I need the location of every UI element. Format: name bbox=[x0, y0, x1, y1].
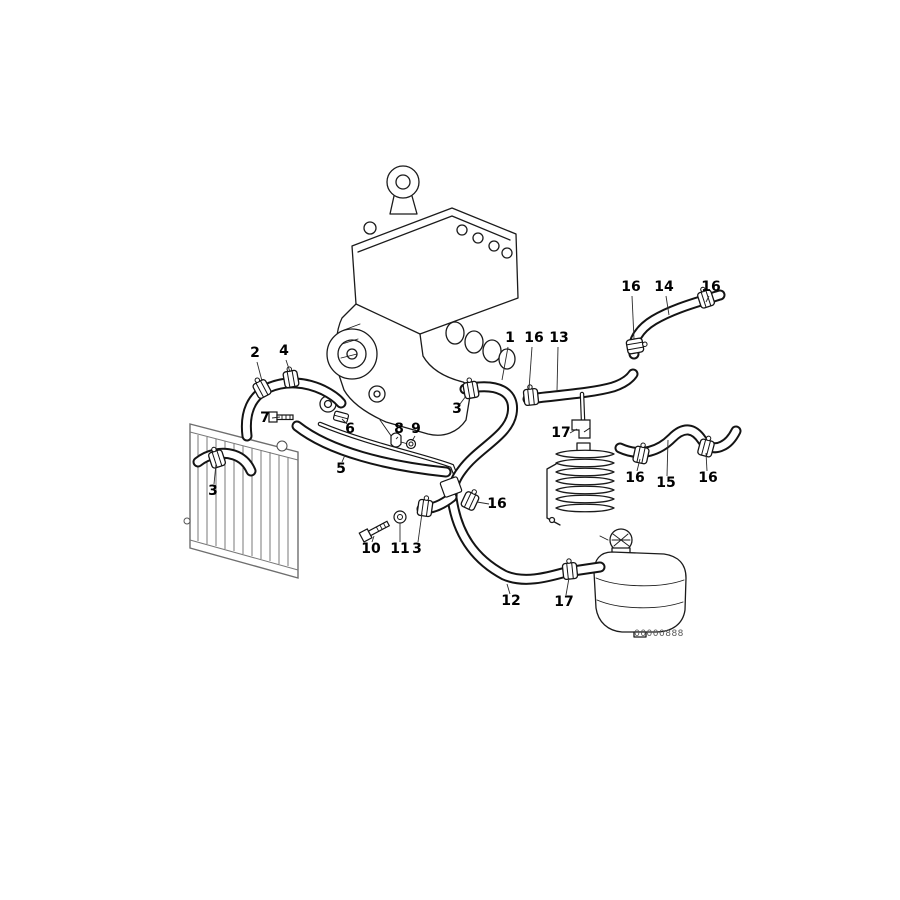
callout-12[interactable]: 12 bbox=[501, 593, 520, 609]
callout-15[interactable]: 15 bbox=[656, 475, 675, 491]
callout-16-a[interactable]: 16 bbox=[524, 330, 543, 346]
callout-11[interactable]: 11 bbox=[390, 541, 409, 557]
callout-2[interactable]: 2 bbox=[250, 345, 260, 361]
callout-7[interactable]: 7 bbox=[260, 410, 270, 426]
callout-16-c[interactable]: 16 bbox=[701, 279, 720, 295]
callout-16-f[interactable]: 16 bbox=[487, 496, 506, 512]
callout-9[interactable]: 9 bbox=[411, 421, 421, 437]
radiator bbox=[183, 423, 299, 579]
bolt-10 bbox=[358, 520, 391, 543]
callout-16-d[interactable]: 16 bbox=[625, 470, 644, 486]
callout-3-lower[interactable]: 3 bbox=[412, 541, 422, 557]
callout-16-b[interactable]: 16 bbox=[621, 279, 640, 295]
washer-11 bbox=[393, 510, 407, 524]
hose-13 bbox=[522, 368, 639, 405]
callout-3-left[interactable]: 3 bbox=[208, 483, 218, 499]
bolt-9 bbox=[405, 438, 417, 450]
callout-5[interactable]: 5 bbox=[336, 461, 346, 477]
leader-lines bbox=[213, 295, 710, 596]
callout-3-upper[interactable]: 3 bbox=[452, 401, 462, 417]
bolt-7 bbox=[268, 411, 294, 423]
clamp-16-b bbox=[625, 336, 649, 355]
callout-17-b[interactable]: 17 bbox=[554, 594, 573, 610]
callout-8[interactable]: 8 bbox=[394, 421, 404, 437]
lower-radiator-hose bbox=[192, 447, 257, 477]
clamp-16-d bbox=[631, 440, 652, 465]
clamp-3-upper bbox=[461, 376, 480, 400]
clamp-16-a bbox=[522, 383, 540, 407]
callout-4[interactable]: 4 bbox=[279, 343, 289, 359]
callout-1[interactable]: 1 bbox=[505, 330, 515, 346]
hose-12 bbox=[446, 492, 606, 585]
callouts: 2 4 7 6 5 8 9 3 1 16 13 16 14 16 17 16 1… bbox=[208, 279, 721, 610]
clamp-16-f bbox=[459, 486, 483, 512]
callout-6[interactable]: 6 bbox=[345, 421, 355, 437]
clamp-3-lower bbox=[416, 494, 435, 518]
callout-16-e[interactable]: 16 bbox=[698, 470, 717, 486]
metal-pipe bbox=[317, 421, 459, 479]
diagram-code: 00000888 bbox=[634, 629, 684, 639]
clamp-17-b bbox=[561, 557, 579, 581]
callout-13[interactable]: 13 bbox=[549, 330, 568, 346]
callout-17-a[interactable]: 17 bbox=[551, 425, 570, 441]
clip-8 bbox=[390, 432, 402, 448]
hose-5 bbox=[291, 420, 452, 478]
callout-14[interactable]: 14 bbox=[654, 279, 674, 295]
elbow-fitting-17 bbox=[571, 391, 591, 439]
expansion-tank bbox=[593, 528, 687, 638]
hose-junction bbox=[439, 476, 463, 498]
fitting-6 bbox=[332, 410, 350, 424]
engine bbox=[319, 165, 519, 445]
callout-10[interactable]: 10 bbox=[361, 541, 381, 557]
oil-cooler bbox=[546, 442, 615, 526]
clamp-4 bbox=[281, 365, 300, 389]
